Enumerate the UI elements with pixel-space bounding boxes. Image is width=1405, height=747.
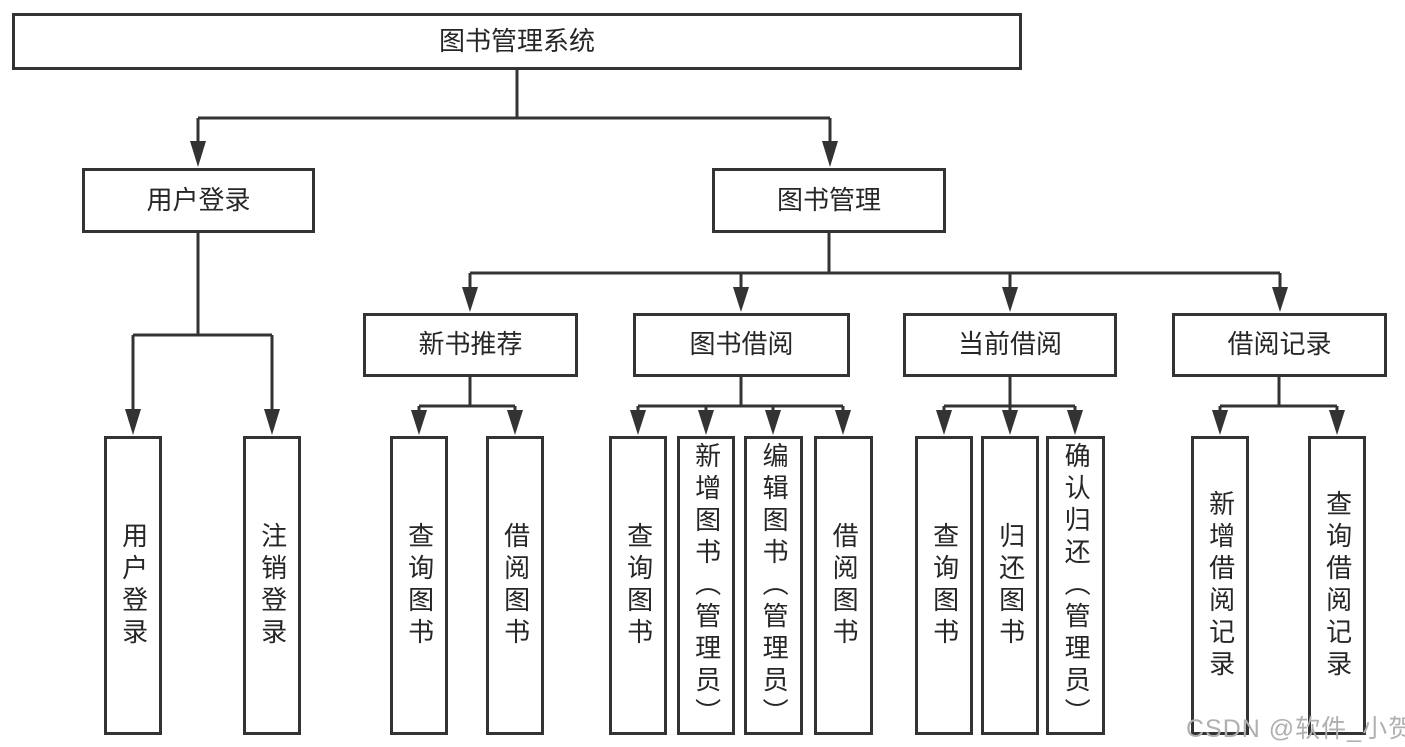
leaf-add-borrow-record: 新增借阅记录 (1191, 436, 1249, 735)
node-new-book-recommendation: 新书推荐 (363, 313, 578, 377)
arrowheads-book-borrow-to-leaves (630, 410, 851, 435)
node-borrowing-records: 借阅记录 (1172, 313, 1387, 377)
leaf-add-books-admin-label: 新增图书（管理员） (691, 441, 722, 730)
arrowheads-new-book-to-leaves (411, 410, 523, 435)
csdn-watermark: CSDN @软件_小贺同学 (1186, 715, 1405, 743)
connector-current-borrow-to-leaves (942, 377, 1077, 412)
node-current-borrowing-label: 当前借阅 (957, 329, 1062, 360)
node-new-book-recommendation-label: 新书推荐 (418, 329, 523, 360)
leaf-borrow-books-2: 借阅图书 (814, 436, 873, 735)
leaf-logout: 注销登录 (243, 436, 301, 735)
arrowheads-book-management-to-level3 (462, 287, 1288, 312)
arrowheads-current-borrow-to-leaves (936, 410, 1083, 435)
leaf-borrow-books-2-label: 借阅图书 (829, 521, 860, 650)
node-book-management-label: 图书管理 (776, 184, 881, 215)
node-user-login: 用户登录 (82, 168, 315, 233)
node-book-management: 图书管理 (712, 168, 946, 233)
leaf-edit-books-admin-label: 编辑图书（管理员） (759, 441, 790, 730)
node-library-management-system-label: 图书管理系统 (438, 25, 595, 56)
connector-user-login-to-leaves (131, 233, 274, 411)
leaf-add-books-admin: 新增图书（管理员） (677, 436, 735, 735)
leaf-query-books-2: 查询图书 (609, 436, 667, 735)
node-book-borrowing: 图书借阅 (633, 313, 850, 377)
leaf-return-books-label: 归还图书 (995, 521, 1026, 650)
connector-borrow-record-to-leaves (1218, 377, 1339, 412)
leaf-query-books-1: 查询图书 (390, 436, 448, 735)
leaf-query-books-1-label: 查询图书 (404, 521, 435, 650)
arrowheads-user-login-to-leaves (125, 409, 280, 435)
leaf-user-login: 用户登录 (104, 436, 162, 735)
leaf-confirm-return-admin-label: 确认归还（管理员） (1061, 441, 1092, 730)
node-borrowing-records-label: 借阅记录 (1227, 329, 1332, 360)
leaf-confirm-return-admin: 确认归还（管理员） (1046, 436, 1105, 735)
connector-new-book-to-leaves (417, 377, 517, 412)
leaf-query-books-3-label: 查询图书 (929, 521, 960, 650)
arrowheads-borrow-record-to-leaves (1212, 410, 1345, 435)
connector-book-borrow-to-leaves (636, 377, 845, 412)
leaf-query-books-3: 查询图书 (915, 436, 973, 735)
leaf-query-books-2-label: 查询图书 (623, 521, 654, 650)
connector-root-to-level2 (196, 70, 832, 143)
node-current-borrowing: 当前借阅 (903, 313, 1117, 377)
leaf-borrow-books-1-label: 借阅图书 (500, 521, 531, 650)
node-book-borrowing-label: 图书借阅 (689, 329, 794, 360)
node-user-login-label: 用户登录 (146, 184, 251, 215)
leaf-add-borrow-record-label: 新增借阅记录 (1205, 489, 1236, 682)
leaf-user-login-label: 用户登录 (118, 521, 149, 650)
leaf-query-borrow-record: 查询借阅记录 (1308, 436, 1366, 735)
leaf-query-borrow-record-label: 查询借阅记录 (1322, 489, 1353, 682)
leaf-borrow-books-1: 借阅图书 (486, 436, 544, 735)
leaf-edit-books-admin: 编辑图书（管理员） (744, 436, 803, 735)
node-library-management-system: 图书管理系统 (12, 13, 1022, 70)
leaf-logout-label: 注销登录 (257, 521, 288, 650)
leaf-return-books: 归还图书 (981, 436, 1039, 735)
arrowheads-root-to-level2 (190, 141, 838, 167)
connector-book-management-to-level3 (468, 233, 1282, 289)
